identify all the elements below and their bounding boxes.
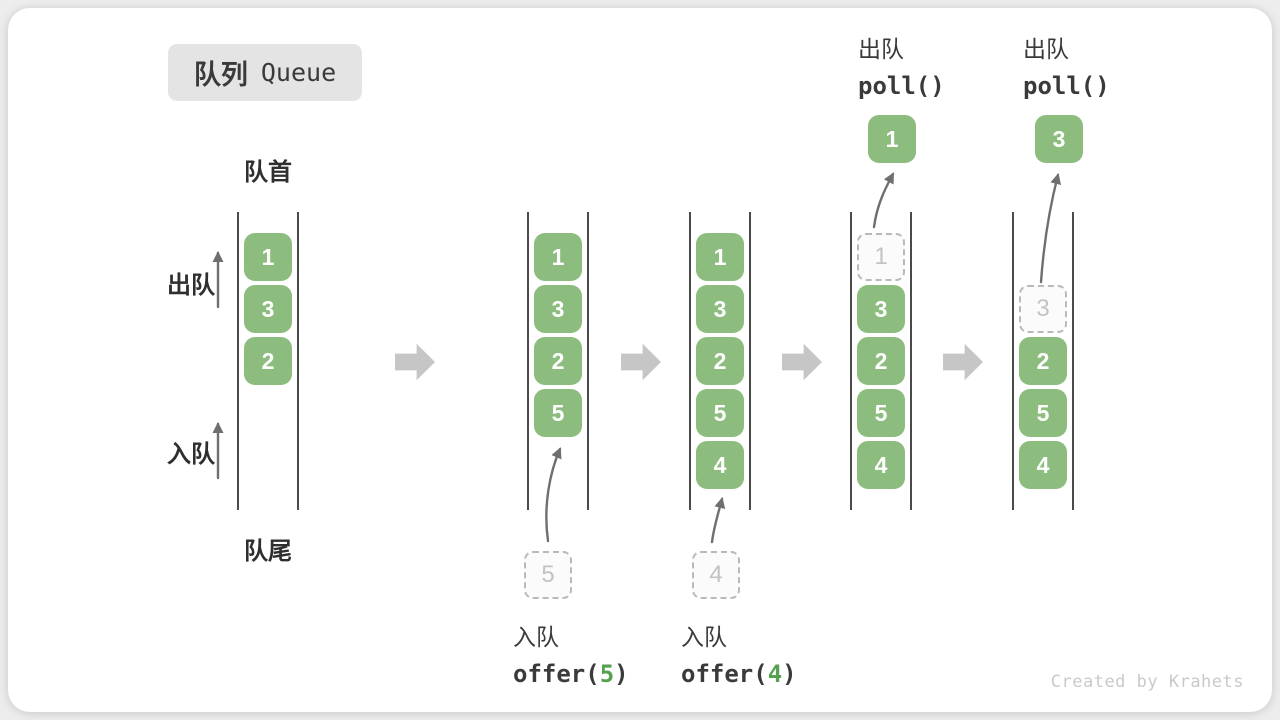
staged-cell: 5 [524, 551, 572, 599]
queue-cell: 2 [696, 337, 744, 385]
flow-arrow-icon [395, 343, 435, 381]
op-enqueue5-code: offer(5) [513, 660, 629, 688]
op-enqueue4-code: offer(4) [681, 660, 797, 688]
code-arg: 4 [767, 660, 783, 688]
queue-cell: 1 [244, 233, 292, 281]
flow-arrow-icon [621, 343, 661, 381]
popped-cell: 1 [868, 115, 916, 163]
code-pre: offer( [681, 660, 768, 688]
queue-cell: 2 [534, 337, 582, 385]
queue-cell: 2 [244, 337, 292, 385]
queue-cell: 2 [1019, 337, 1067, 385]
label-dequeue-side: 出队 [167, 272, 215, 299]
code-post: ) [782, 660, 797, 688]
queue-cell: 3 [244, 285, 292, 333]
queue-column [237, 212, 299, 510]
queue-cell: 3 [696, 285, 744, 333]
op-poll2: 出队 poll() [1023, 30, 1110, 100]
op-poll1-code: poll() [858, 72, 945, 100]
queue-column [689, 212, 751, 510]
queue-cell: 1 [534, 233, 582, 281]
queue-cell: 5 [1019, 389, 1067, 437]
flow-arrow-icon [943, 343, 983, 381]
flow-arrow-icon [782, 343, 822, 381]
queue-cell: 5 [534, 389, 582, 437]
op-poll1-label: 出队 [858, 36, 904, 62]
queue-cell: 3 [534, 285, 582, 333]
op-poll1: 出队 poll() [858, 30, 945, 100]
queue-cell: 4 [857, 441, 905, 489]
op-poll2-label: 出队 [1023, 36, 1069, 62]
label-queue-front: 队首 [244, 159, 292, 186]
op-enqueue5: 入队 offer(5) [513, 618, 629, 688]
label-queue-rear: 队尾 [244, 538, 292, 565]
code-arg: 5 [599, 660, 615, 688]
watermark: Created by Krahets [1050, 672, 1244, 692]
queue-column [527, 212, 589, 510]
queue-cell: 3 [857, 285, 905, 333]
code-pre: offer( [513, 660, 600, 688]
title-zh: 队列 [193, 60, 248, 90]
queue-column [850, 212, 912, 510]
op-enqueue5-label: 入队 [513, 624, 559, 650]
popped-cell: 3 [1035, 115, 1083, 163]
label-enqueue-side: 入队 [167, 441, 215, 468]
queue-cell: 1 [696, 233, 744, 281]
queue-cell: 4 [696, 441, 744, 489]
op-enqueue4: 入队 offer(4) [681, 618, 797, 688]
queue-cell: 2 [857, 337, 905, 385]
title-badge: 队列 Queue [168, 44, 362, 101]
diagram-card: 队列 Queue 队首 队尾 出队 入队 [8, 8, 1272, 712]
removed-cell: 3 [1019, 285, 1067, 333]
op-enqueue4-label: 入队 [681, 624, 727, 650]
title-en: Queue [260, 58, 337, 87]
queue-cell: 4 [1019, 441, 1067, 489]
code-post: ) [614, 660, 629, 688]
removed-cell: 1 [857, 233, 905, 281]
staged-cell: 4 [692, 551, 740, 599]
queue-cell: 5 [696, 389, 744, 437]
queue-cell: 5 [857, 389, 905, 437]
op-poll2-code: poll() [1023, 72, 1110, 100]
queue-column [1012, 212, 1074, 510]
